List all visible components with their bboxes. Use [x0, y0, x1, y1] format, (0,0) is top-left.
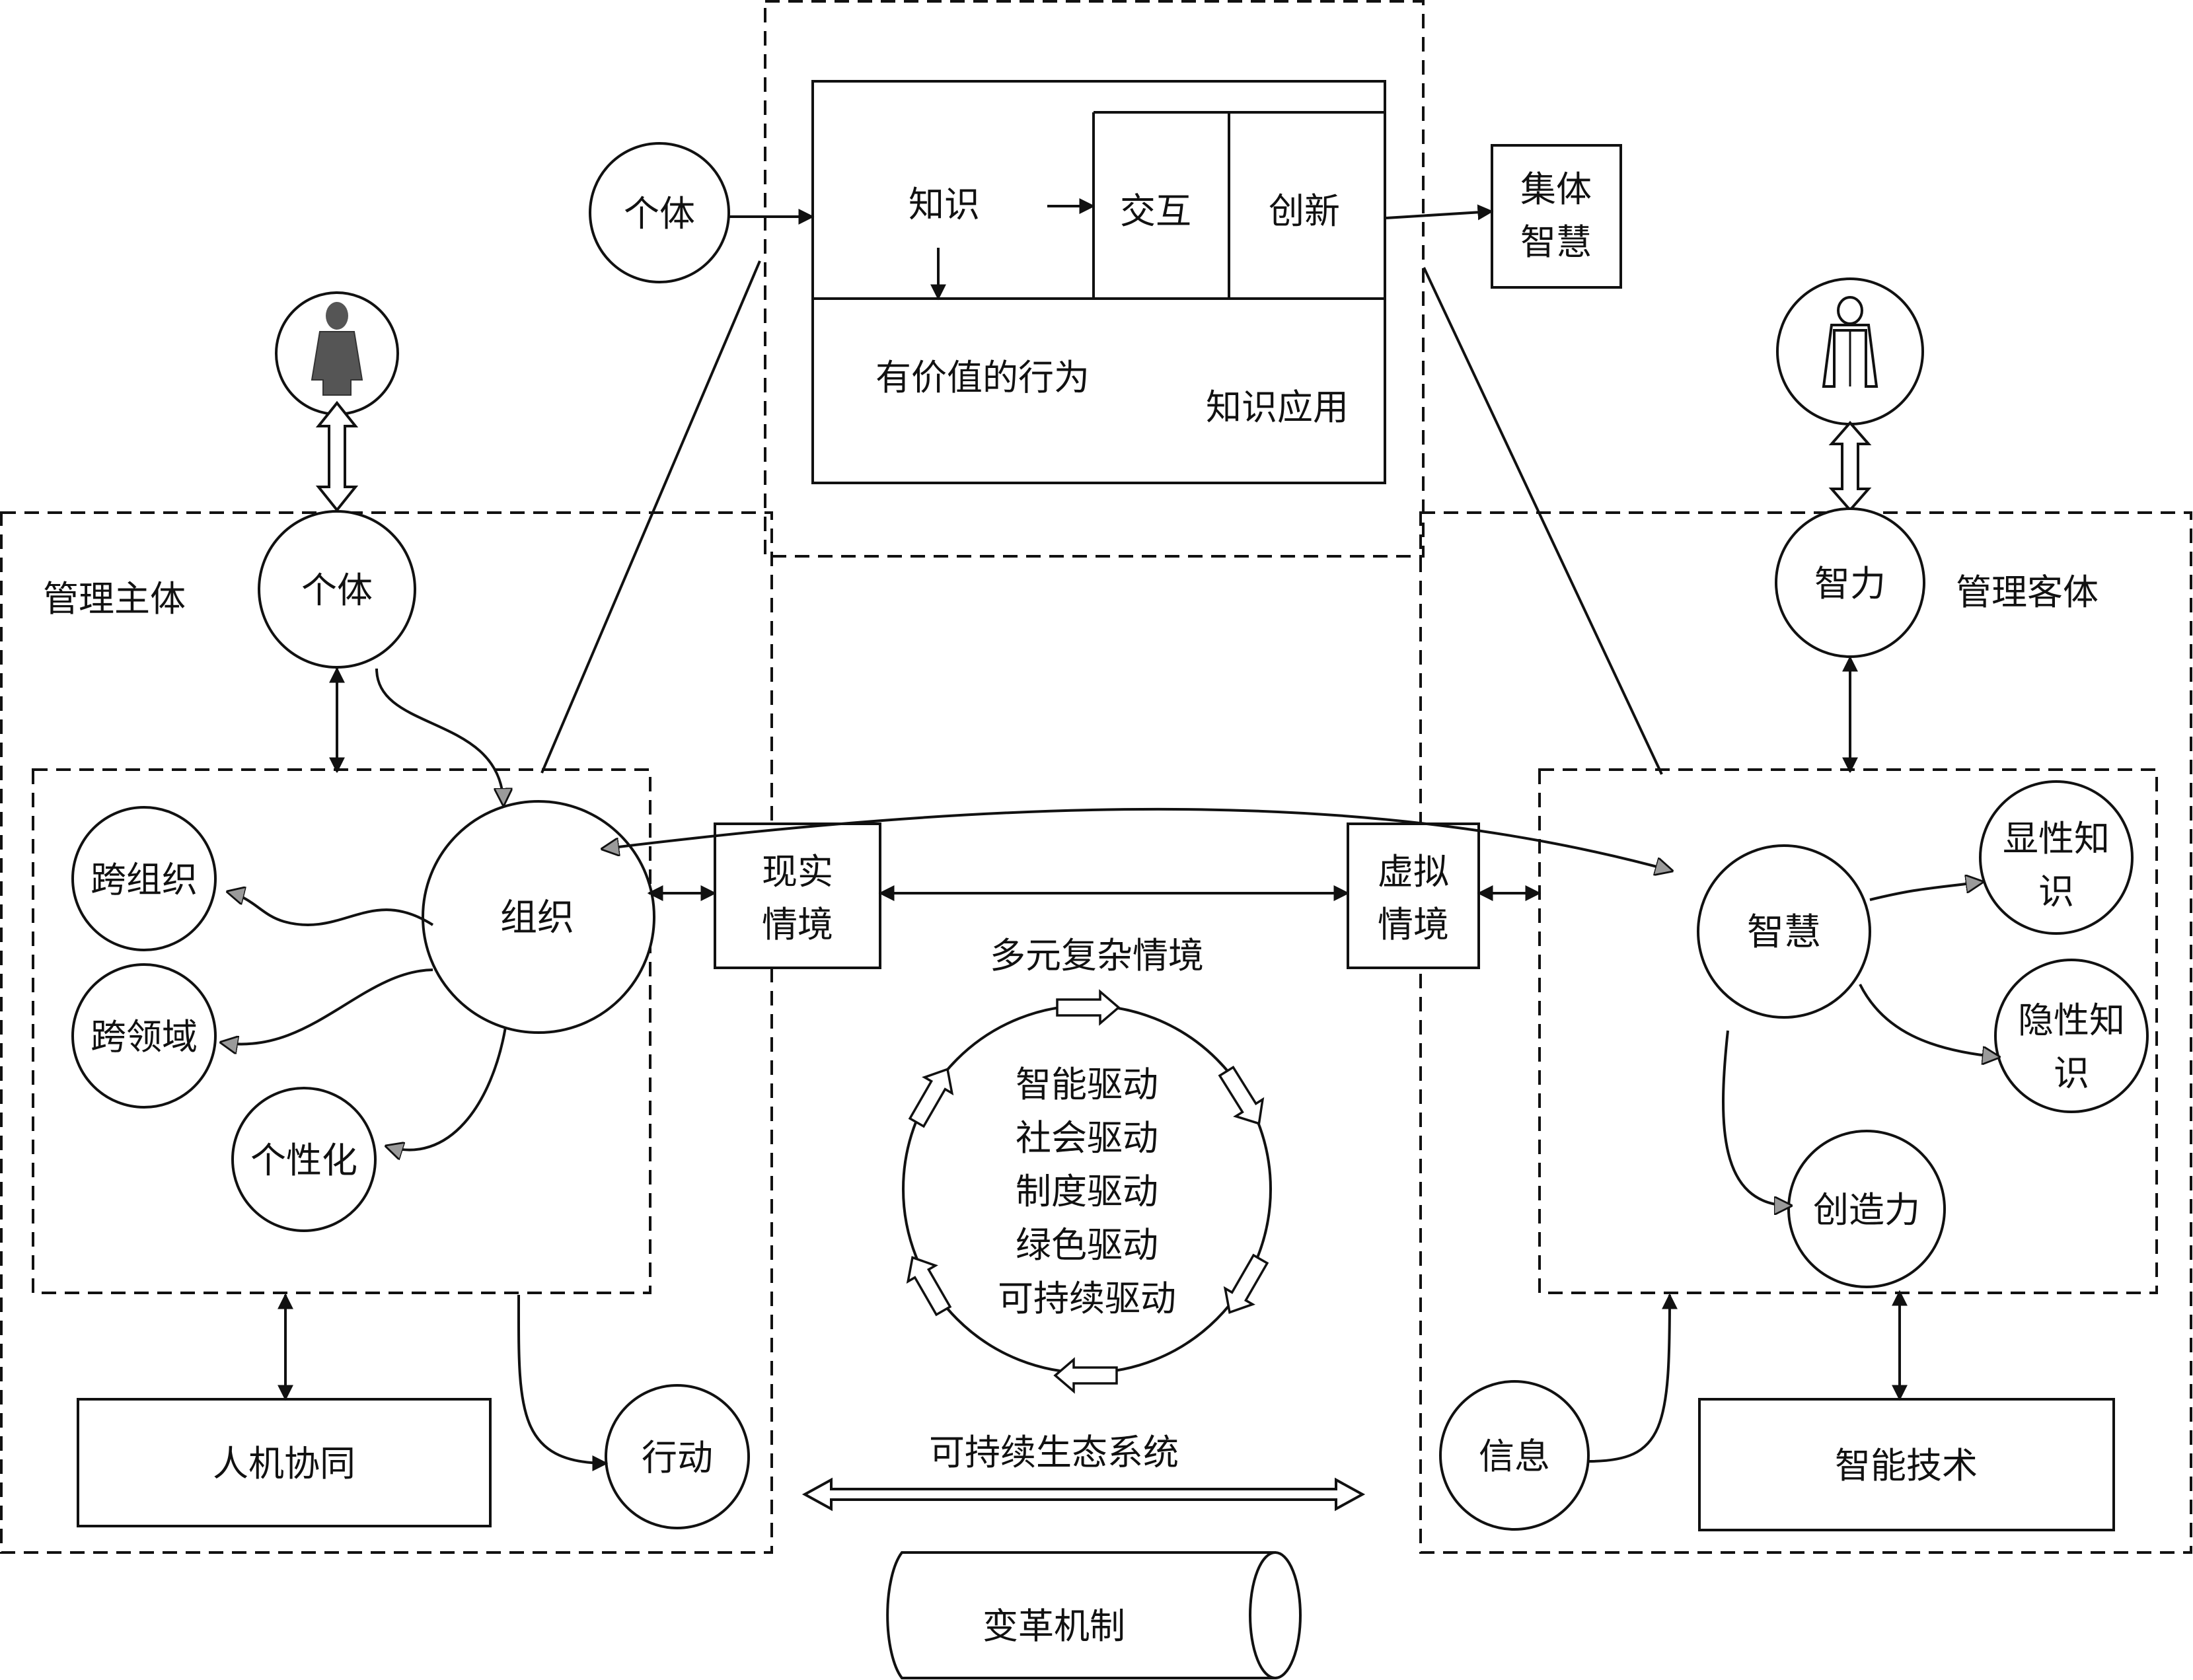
- real-context-box: [714, 822, 881, 969]
- wisdom-label: 智慧: [1747, 911, 1821, 954]
- management-object-title: 管理客体: [1956, 571, 2099, 613]
- reform-label: 变革机制: [983, 1605, 1125, 1647]
- virtual-context-line1: 虚拟: [1378, 851, 1449, 893]
- human-machine-box: [77, 1398, 492, 1527]
- smart-tech-label: 智能技术: [1835, 1445, 1978, 1486]
- knowledge-application-label: 知识应用: [1206, 386, 1349, 428]
- driver-3: 制度驱动: [1016, 1171, 1158, 1212]
- tacit-knowledge-line1: 隐性知: [2018, 1000, 2125, 1041]
- wisdom-circle: [1697, 844, 1871, 1019]
- collective-wisdom-line1: 集体: [1520, 168, 1592, 210]
- collective-wisdom-line2: 智慧: [1520, 221, 1592, 263]
- person-dark-icon: [275, 291, 399, 416]
- virtual-context-box: [1347, 822, 1480, 969]
- organization-label: 组织: [500, 896, 574, 939]
- knowledge-frame: [764, 0, 1425, 558]
- intelligence-label: 智力: [1814, 563, 1886, 604]
- valuable-behavior-label: 有价值的行为: [875, 357, 1090, 398]
- explicit-knowledge-circle: [1979, 780, 2134, 935]
- individual-top-label: 个体: [624, 193, 695, 235]
- interaction-label: 交互: [1120, 190, 1191, 232]
- organization-circle: [422, 800, 655, 1034]
- driver-4: 绿色驱动: [1016, 1224, 1158, 1266]
- real-context-line1: 现实: [762, 851, 833, 893]
- cross-domain-label: 跨领域: [91, 1016, 198, 1058]
- tacit-knowledge-line2: 识: [2054, 1052, 2089, 1094]
- double-hollow-arrow-right: [1828, 420, 1872, 513]
- reform-cylinder: [886, 1551, 1302, 1679]
- innovation-label: 创新: [1269, 190, 1340, 232]
- information-label: 信息: [1479, 1436, 1550, 1477]
- information-circle: [1439, 1380, 1590, 1531]
- management-subject-frame: [0, 511, 773, 1554]
- cross-org-circle: [71, 806, 217, 951]
- driver-1: 智能驱动: [1016, 1064, 1158, 1105]
- person-outline-icon: [1776, 277, 1924, 425]
- management-object-frame: [1419, 511, 2192, 1554]
- personalization-label: 个性化: [250, 1140, 357, 1181]
- explicit-knowledge-line1: 显性知: [2003, 818, 2110, 859]
- human-machine-label: 人机协同: [213, 1443, 355, 1484]
- cycle-arrows: [906, 989, 1269, 1394]
- personalization-circle: [231, 1087, 377, 1232]
- real-context-line2: 情境: [762, 904, 833, 945]
- knowledge-label: 知识: [909, 184, 980, 225]
- tacit-knowledge-circle: [1994, 959, 2149, 1113]
- individual-top-circle: [589, 142, 730, 283]
- creativity-label: 创造力: [1813, 1189, 1920, 1231]
- individual-left-label: 个体: [301, 569, 373, 611]
- collective-wisdom-box: [1491, 144, 1622, 289]
- ecosystem-label: 可持续生态系统: [929, 1432, 1179, 1473]
- action-label: 行动: [642, 1437, 713, 1479]
- driver-2: 社会驱动: [1016, 1117, 1158, 1159]
- cross-org-label: 跨组织: [91, 859, 198, 900]
- driver-5: 可持续驱动: [998, 1278, 1176, 1319]
- complex-context-label: 多元复杂情境: [990, 935, 1204, 976]
- explicit-knowledge-line2: 识: [2038, 871, 2074, 912]
- virtual-context-line2: 情境: [1378, 904, 1449, 945]
- knowledge-box: [811, 80, 1386, 484]
- smart-tech-box: [1698, 1398, 2115, 1531]
- cross-domain-circle: [71, 963, 217, 1109]
- double-hollow-arrow: [315, 400, 359, 513]
- management-subject-title: 管理主体: [43, 578, 186, 620]
- ecosystem-double-arrow: [801, 1477, 1366, 1512]
